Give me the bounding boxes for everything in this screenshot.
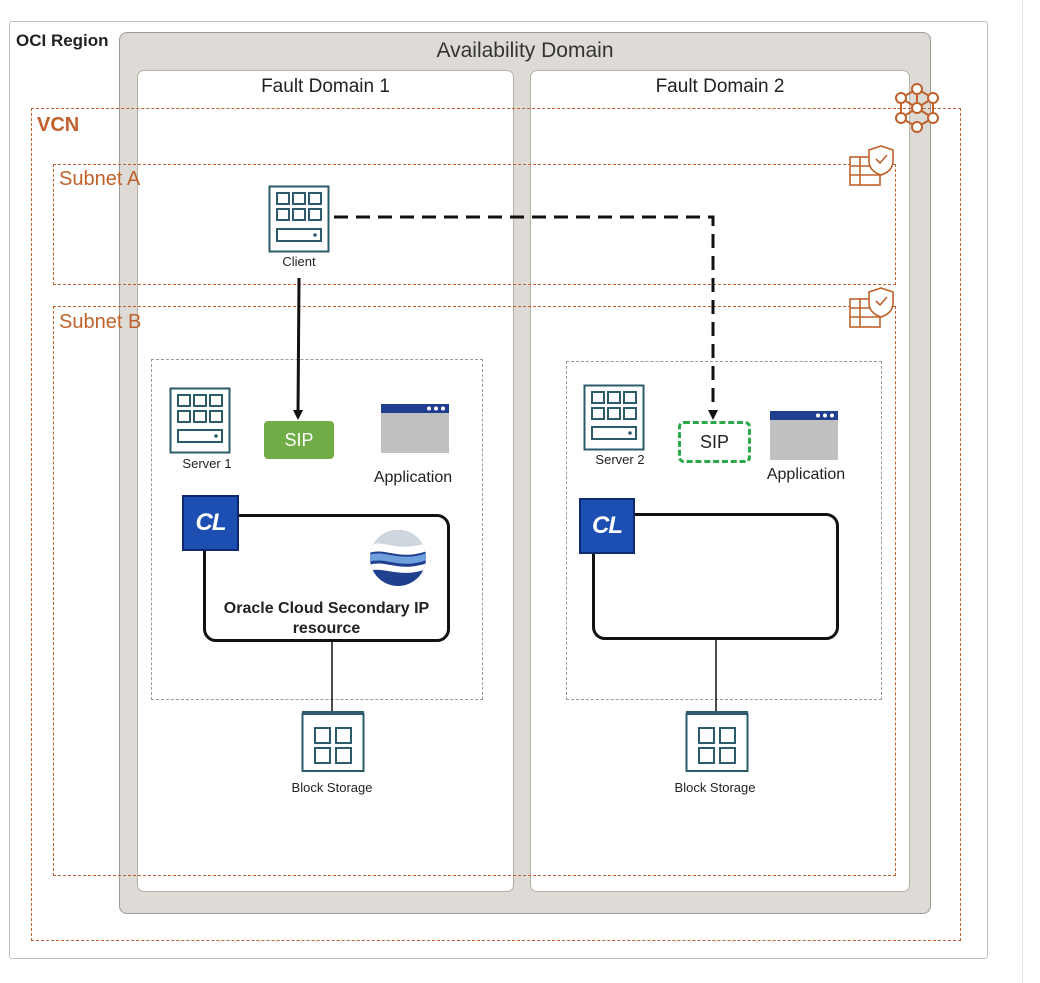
fault-domain-1-label: Fault Domain 1 — [261, 76, 390, 97]
server-1-compute-icon — [169, 387, 231, 454]
cluster-resource-1-label-line1: Oracle Cloud Secondary IP — [223, 600, 430, 617]
oci-region-label: OCI Region — [16, 31, 109, 50]
sip-1-badge: SIP — [264, 421, 334, 459]
server-1-label: Server 1 — [182, 456, 232, 471]
sip-2-badge: SIP — [678, 421, 751, 463]
client-compute-icon — [268, 185, 330, 253]
subnet-a-container — [53, 164, 896, 285]
block-storage-2-label: Block Storage — [674, 780, 756, 795]
subnet-b-security-icon — [849, 287, 894, 328]
vcn-icon — [895, 83, 939, 133]
client-label: Client — [282, 254, 316, 269]
cl-badge-2: CL — [579, 498, 635, 554]
vcn-container — [31, 108, 961, 941]
cl-badge-2-text: CL — [592, 512, 623, 539]
block-storage-2-icon — [685, 711, 749, 772]
cl-badge-1-text: CL — [195, 509, 227, 536]
sip-2-label: SIP — [699, 431, 729, 452]
server-1-group — [151, 359, 483, 700]
subnet-b-label: Subnet B — [59, 311, 142, 333]
client-to-sip-1-arrow — [293, 277, 304, 420]
cl-badge-1: CL — [182, 495, 239, 551]
secondary-ip-resource-icon — [370, 530, 426, 586]
subnet-a-label: Subnet A — [59, 168, 141, 190]
page-edge-line — [1022, 0, 1023, 983]
application-1-label: Application — [373, 469, 453, 486]
application-2-icon — [770, 411, 838, 460]
block-storage-1-icon — [301, 711, 365, 772]
server-2-group — [566, 361, 882, 700]
cluster-resource-1-label-line2: resource — [292, 620, 361, 637]
block-storage-1-label: Block Storage — [291, 780, 373, 795]
server-2-label: Server 2 — [595, 452, 645, 467]
fault-domain-2-label: Fault Domain 2 — [655, 76, 785, 97]
subnet-a-security-icon — [849, 145, 894, 186]
sip-1-label: SIP — [284, 429, 314, 450]
application-1-icon — [381, 404, 449, 453]
application-2-label: Application — [766, 466, 846, 483]
subnet-b-container — [53, 306, 896, 876]
availability-domain-label: Availability Domain — [436, 39, 614, 62]
fault-domain-1-container — [137, 70, 514, 892]
server-2-compute-icon — [583, 384, 645, 451]
vcn-label: VCN — [37, 114, 80, 136]
client-to-sip-2-dashed-arrow — [334, 215, 718, 420]
